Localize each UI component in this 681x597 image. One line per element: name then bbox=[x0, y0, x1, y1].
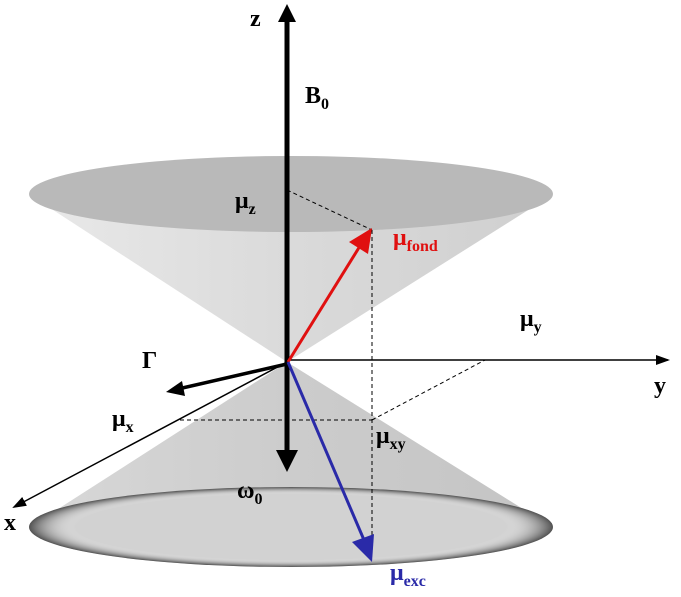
x-axis-label: x bbox=[4, 510, 16, 536]
mu-exc-arrow bbox=[286, 361, 366, 541]
mu-exc-arrowhead bbox=[352, 534, 374, 562]
gamma-label: Γ bbox=[142, 348, 157, 374]
gamma-arrowhead bbox=[166, 381, 185, 396]
upper-cone bbox=[29, 156, 553, 362]
mu-y-label: μy bbox=[520, 306, 542, 336]
lower-cone-rim-shadow bbox=[29, 487, 553, 567]
mu-fond-label: μfond bbox=[393, 225, 438, 255]
omega0-arrowhead bbox=[276, 450, 298, 472]
mu-fond-arrow bbox=[286, 245, 362, 363]
z-axis-label: z bbox=[250, 6, 261, 32]
upper-cone-top-ellipse bbox=[29, 156, 553, 232]
upper-cone-surface bbox=[30, 195, 552, 362]
b0-label: B0 bbox=[305, 83, 329, 113]
y-axis-label: y bbox=[654, 373, 666, 399]
omega0-label: ω0 bbox=[237, 478, 263, 508]
mu-y-diagonal-line bbox=[371, 359, 486, 421]
projection-lines bbox=[180, 189, 486, 548]
mu-fond-arrowhead bbox=[349, 228, 372, 254]
mu-exc-label: μexc bbox=[390, 560, 426, 590]
x-axis bbox=[12, 361, 288, 508]
mu-xy-label: μxy bbox=[376, 423, 406, 453]
lower-cone bbox=[29, 362, 553, 567]
gamma-arrow bbox=[177, 362, 288, 391]
mu-x-label: μx bbox=[112, 406, 134, 436]
mu-z-projection-line bbox=[286, 189, 373, 231]
mu-z-label: μz bbox=[235, 188, 256, 218]
z-axis-arrowhead bbox=[278, 4, 296, 22]
